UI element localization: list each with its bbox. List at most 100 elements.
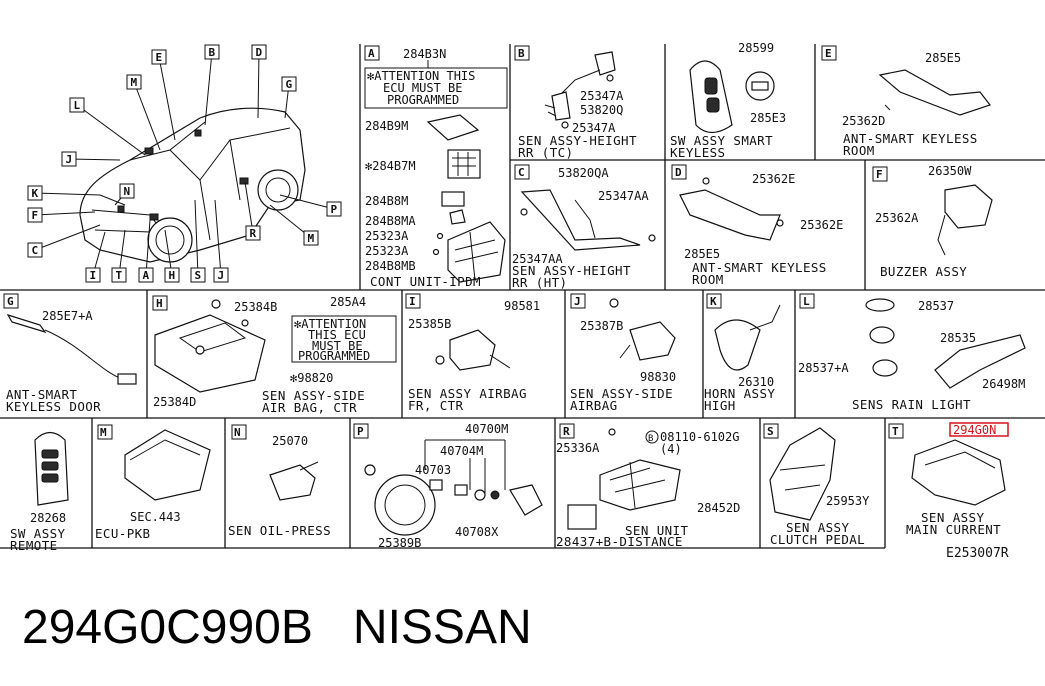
panel-l-label-1: 28537	[918, 299, 954, 313]
callout-leader	[279, 194, 335, 210]
callout-box	[119, 183, 135, 199]
callout-box	[245, 225, 261, 241]
panel-h-label-3: 25384D	[153, 395, 196, 409]
callout-box	[27, 185, 43, 201]
callout-letter-l: L	[74, 99, 81, 112]
panel-k-caption-2: HIGH	[704, 398, 736, 413]
panel-h-caption-2: AIR BAG, CTR	[262, 400, 357, 415]
panel-d-caption-2: ROOM	[692, 272, 724, 287]
callout-box	[126, 74, 142, 90]
callout-letter-f: F	[32, 209, 39, 222]
callout-leader	[244, 181, 254, 234]
panel-m-caption: ECU-PKB	[95, 526, 150, 541]
callout-box	[281, 76, 297, 92]
panel-g-letter: G	[7, 295, 14, 308]
callout-letter-n: N	[124, 185, 131, 198]
callout-letter-e: E	[156, 51, 163, 64]
panel-smart-key: 28599 285E3 SW ASSY SMART KEYLESS	[670, 41, 786, 160]
panel-p-label-3: 40703	[415, 463, 451, 477]
panel-n: N 25070 SEN OIL-PRESS	[228, 424, 331, 538]
panel-h-attention-1: ✻ATTENTION	[294, 317, 366, 331]
panel-grid	[0, 44, 1045, 549]
panel-e-caption-1: ANT-SMART KEYLESS	[843, 131, 978, 146]
callout-letter-k: K	[32, 187, 39, 200]
panel-smart-key-label-2: 285E3	[750, 111, 786, 125]
callout-box	[138, 267, 154, 283]
callout-box	[251, 44, 267, 60]
panel-f-caption: BUZZER ASSY	[880, 264, 967, 279]
panel-t-label-1: 294G0N	[953, 423, 996, 437]
panel-s-caption-1: SEN ASSY	[786, 520, 849, 535]
panel-k-caption-1: HORN ASSY	[704, 386, 775, 401]
panel-b-caption-2: RR (TC)	[518, 145, 573, 160]
panel-f-label-1: 26350W	[928, 164, 972, 178]
callout-box	[164, 267, 180, 283]
panel-b-letter: B	[518, 47, 525, 60]
callout-letter-r: R	[250, 227, 257, 240]
panel-a-label-6: 25323A	[365, 229, 409, 243]
part-caption: 294G0C990B NISSAN	[22, 600, 532, 655]
callout-letter-m: M	[131, 76, 138, 89]
panel-e: E 285E5 25362D ANT-SMART KEYLESS ROOM	[821, 45, 991, 158]
panel-p-label-2: 40704M	[440, 444, 483, 458]
callout-letter-h: H	[169, 269, 176, 282]
panel-e-label-2: 25362D	[842, 114, 885, 128]
panel-h-caption-1: SEN ASSY-SIDE	[262, 388, 365, 403]
panel-d-label-3: 285E5	[684, 247, 720, 261]
part-number: 294G0C990B	[22, 601, 313, 654]
callout-leader	[145, 219, 151, 276]
panel-a-attention-2: ECU MUST BE	[383, 81, 462, 95]
panel-smart-key-caption-1: SW ASSY SMART	[670, 133, 773, 148]
panel-d-caption-1: ANT-SMART KEYLESS	[692, 260, 827, 275]
panel-a-label-1: 284B3N	[403, 47, 446, 61]
callout-leader	[133, 81, 161, 151]
panel-a-label-7: 25323A	[365, 244, 409, 258]
panel-j-label-2: 98830	[640, 370, 676, 384]
panel-h-attention-3: MUST BE	[312, 339, 363, 353]
callout-letter-b: B	[209, 46, 216, 59]
panel-l: L 28537 28535 28537+A 26498M SENS RAIN L…	[798, 293, 1026, 412]
panel-b-label-2: 53820Q	[580, 103, 623, 117]
callout-letter-i: I	[90, 269, 97, 282]
panel-j-caption-1: SEN ASSY-SIDE	[570, 386, 673, 401]
callout-box	[326, 201, 342, 217]
panel-a-label-8: 284B8MB	[365, 259, 416, 273]
panel-smart-key-caption-2: KEYLESS	[670, 145, 725, 160]
panel-c-label-3: 25347AA	[512, 252, 563, 266]
panel-s-label-1: 25953Y	[826, 494, 870, 508]
callout-box	[190, 267, 206, 283]
panel-s-letter: S	[767, 425, 774, 438]
callout-box	[27, 207, 43, 223]
panel-j-caption-2: AIRBAG	[570, 398, 618, 413]
panel-c-label-2: 25347AA	[598, 189, 649, 203]
panel-h: H 25384B 285A4 ✻ATTENTION THIS ECU MUST …	[152, 295, 397, 415]
panel-i-label-1: 25385B	[408, 317, 451, 331]
panel-c: C 53820QA 25347AA 25347AA SEN ASSY-HEIGH…	[512, 164, 656, 290]
panel-s: S 25953Y SEN ASSY CLUTCH PEDAL	[763, 423, 870, 547]
panel-b: B 25347A 53820Q 25347A SEN ASSY-HEIGHT R…	[514, 45, 637, 160]
panel-m: M SEC.443 ECU-PKB	[95, 424, 211, 541]
brand-name: NISSAN	[352, 601, 532, 654]
panel-f-letter: F	[876, 168, 883, 181]
panel-e-label-1: 285E5	[925, 51, 961, 65]
panel-a-attention-3: PROGRAMMED	[387, 93, 459, 107]
callout-leader	[194, 199, 199, 276]
panel-j-letter: J	[574, 295, 581, 308]
callout-leader	[204, 51, 213, 126]
panel-j-label-1: 25387B	[580, 319, 623, 333]
callout-box	[69, 97, 85, 113]
panel-r-label-3: (4)	[660, 442, 682, 456]
panel-i-caption-1: SEN ASSY AIRBAG	[408, 386, 527, 401]
callout-letter-j: J	[66, 153, 73, 166]
panel-smart-key-label-1: 28599	[738, 41, 774, 55]
panel-t-letter: T	[892, 425, 899, 438]
panel-g-label-1: 285E7+A	[42, 309, 93, 323]
callout-letter-m: M	[308, 232, 315, 245]
panel-j: J 25387B 98830 SEN ASSY-SIDE AIRBAG	[570, 293, 676, 413]
panel-r-label-1: 25336A	[556, 441, 600, 455]
panel-n-letter: N	[234, 426, 241, 439]
panel-b-label-3: 25347A	[572, 121, 616, 135]
panel-i-label-2: 98581	[504, 299, 540, 313]
panel-h-label-2: 285A4	[330, 295, 366, 309]
